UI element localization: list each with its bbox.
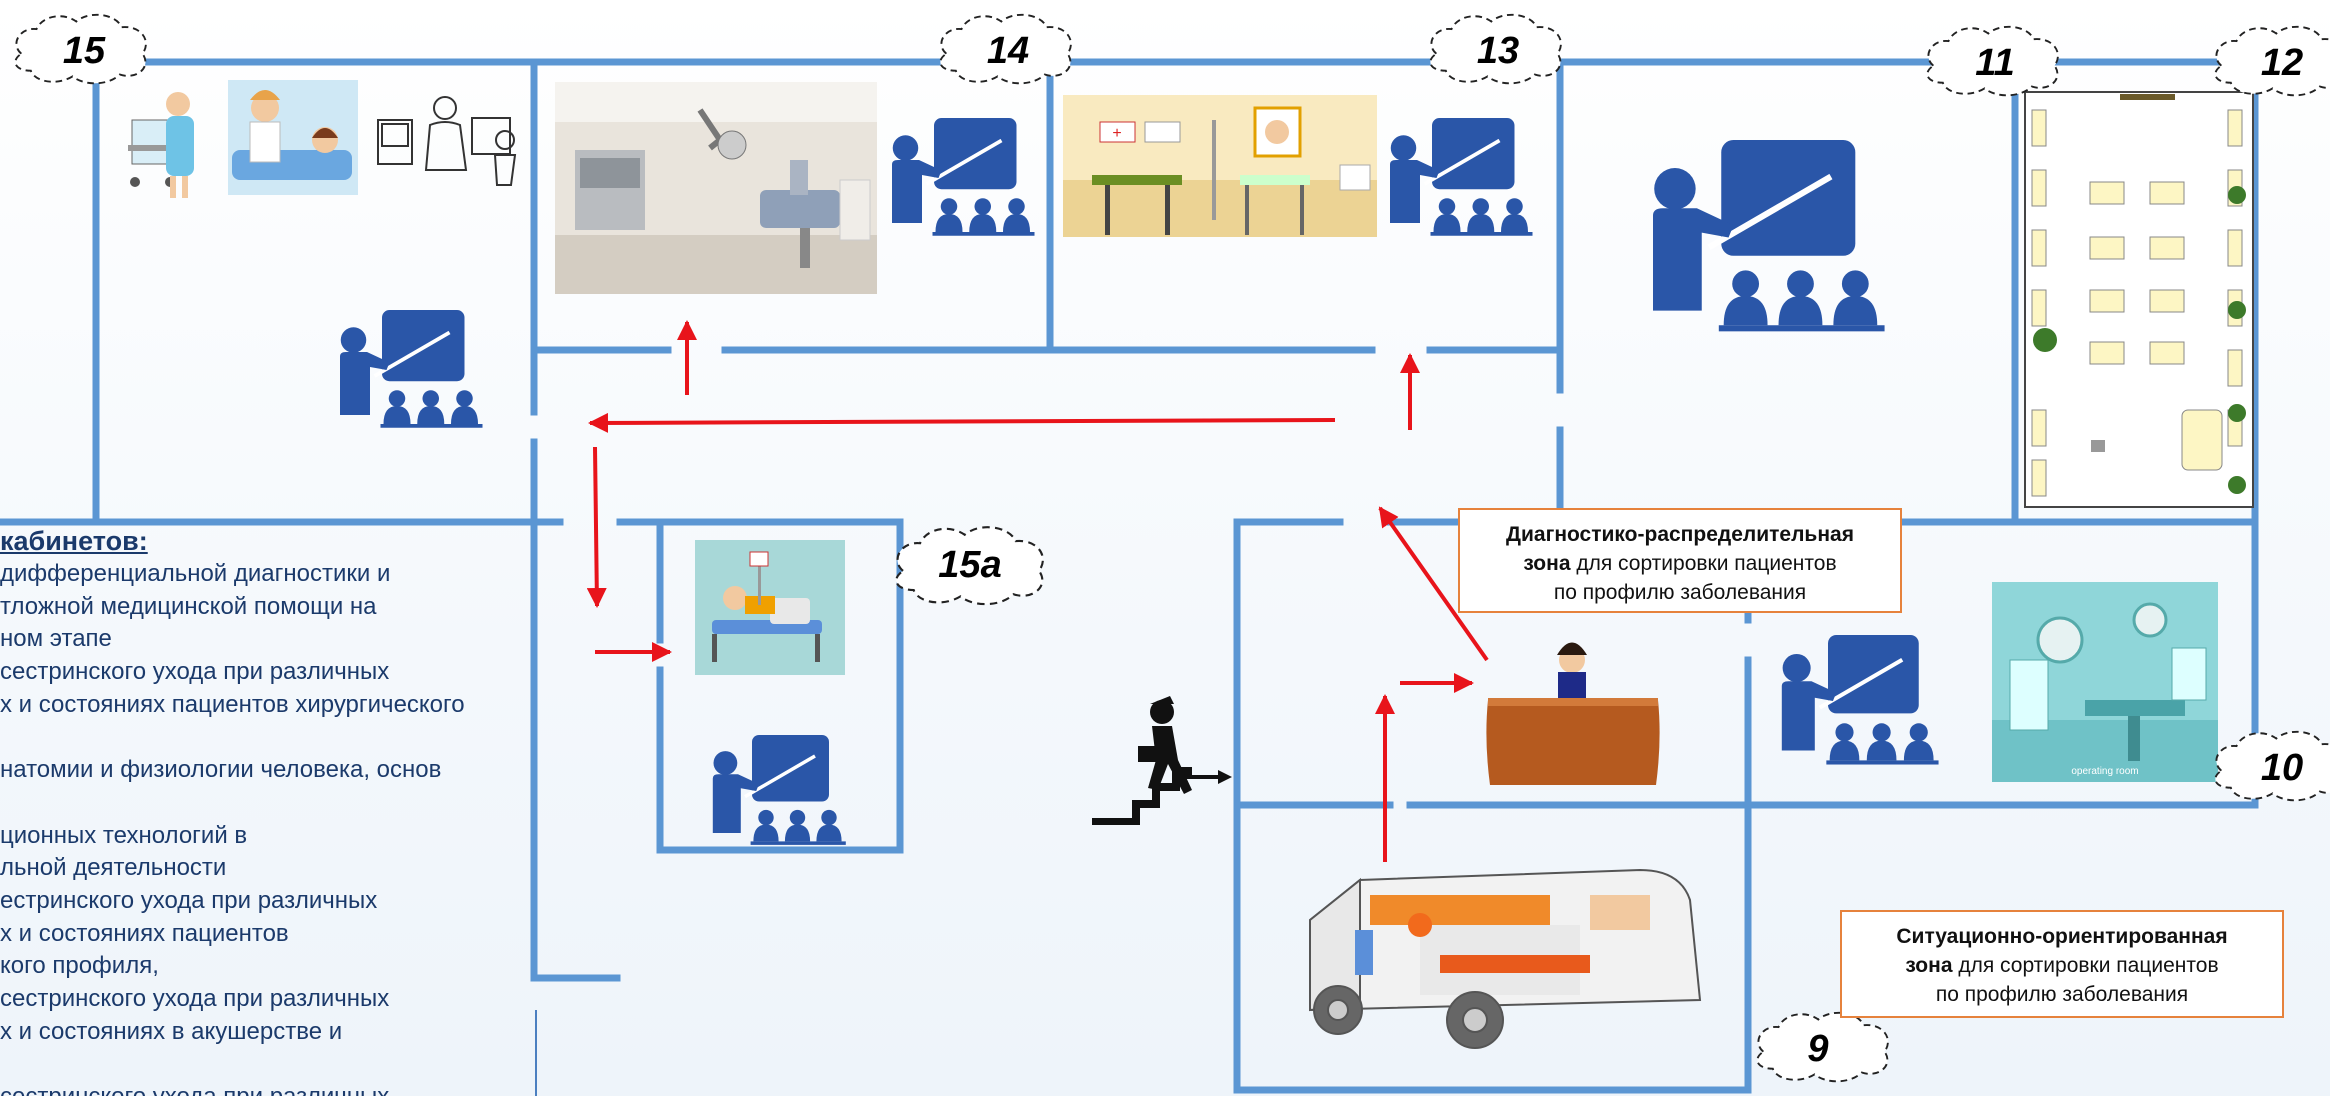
ambulance-icon (1309, 868, 1702, 1049)
doctor-sketch-icon (377, 96, 517, 186)
teacher-board-icon (710, 735, 848, 847)
room-legend: кабинетов: дифференциальной диагностики … (0, 524, 530, 1096)
situational-zone-title: Ситуационно-ориентированная (1896, 925, 2228, 948)
walls (0, 58, 2259, 1094)
reception-desk-icon (1486, 642, 1660, 785)
situational-zone-purpose: для сортировки пациентов (1952, 954, 2219, 977)
exam-room-icon: + (1063, 95, 1377, 237)
room-number-13: 13 (1477, 30, 1519, 72)
legend-line: льной деятельности (0, 854, 227, 882)
legend-line: кого профиля, (0, 952, 159, 980)
room-number-badges: 15 14 13 11 12 15а 10 9 (14, 13, 2330, 1083)
legend-line: сестринского ухода при различных (0, 658, 390, 686)
nurse-cart-icon (128, 92, 194, 198)
legend-line: ном этапе (0, 625, 112, 653)
svg-text:operating room: operating room (2071, 766, 2138, 777)
legend-line: х и состояниях пациентов (0, 919, 289, 947)
legend-line (0, 722, 530, 755)
room-number-14: 14 (987, 30, 1029, 72)
legend-line: х и состояниях в акушерстве и (0, 1017, 343, 1045)
walking-stairs-icon (1092, 696, 1232, 825)
legend-line (0, 787, 530, 820)
diagnostic-zone-box: Диагностико-распределительная зона для с… (1458, 508, 1902, 613)
room-number-12: 12 (2261, 42, 2303, 84)
diagnostic-zone-word: зона (1523, 552, 1571, 575)
legend-divider (535, 1010, 537, 1096)
operating-room-icon: operating room (1992, 582, 2218, 782)
classroom-plan-icon (2024, 91, 2254, 508)
teacher-board-icon (1388, 118, 1535, 238)
room-number-11: 11 (1975, 42, 2014, 84)
room-number-15: 15 (63, 30, 106, 72)
legend-line: сестринского ухода при различных (0, 1081, 530, 1096)
legend-line: сестринского ухода при различных (0, 985, 390, 1013)
nurse-patient-icon (228, 80, 358, 195)
teacher-board-icon (1782, 635, 1939, 765)
legend-line: ционных технологий в (0, 821, 248, 849)
room-number-10: 10 (2261, 747, 2303, 789)
legend-line (0, 1049, 530, 1082)
legend-line: тложной медицинской помощи на (0, 592, 377, 620)
legend-line: дифференциальной диагностики и (0, 560, 391, 587)
svg-text:+: + (1112, 125, 1121, 142)
teacher-board-icon (890, 118, 1037, 238)
legend-line: х и состояниях пациентов хирургического (0, 690, 465, 718)
room-number-9: 9 (1807, 1028, 1828, 1070)
teacher-board-icon (1653, 140, 1885, 331)
legend-line: естринского ухода при различных (0, 887, 378, 915)
situational-zone-profile: по профилю заболевания (1935, 983, 2189, 1006)
diagnostic-zone-purpose: для сортировки пациентов (1570, 552, 1837, 575)
room-number-15a: 15а (938, 544, 1001, 586)
legend-line: натомии и физиологии человека, основ (0, 756, 442, 784)
legend-title: кабинетов: (0, 526, 148, 556)
iv-patient-icon (695, 540, 845, 675)
situational-zone-word: зона (1905, 954, 1953, 977)
teacher-board-icon (338, 310, 485, 430)
delivery-room-photo (555, 82, 877, 294)
diagnostic-zone-profile: по профилю заболевания (1553, 581, 1807, 604)
situational-zone-box: Ситуационно-ориентированная зона для сор… (1840, 910, 2284, 1018)
diagnostic-zone-title: Диагностико-распределительная (1506, 523, 1854, 546)
route-arrows (586, 320, 1489, 862)
